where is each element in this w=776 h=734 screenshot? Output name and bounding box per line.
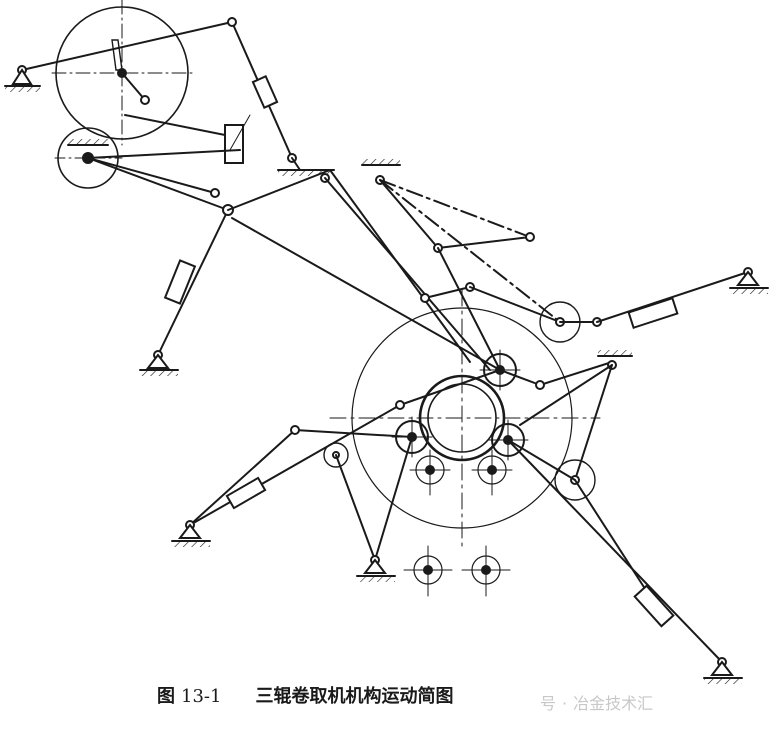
ground-support-top-right [361, 159, 561, 371]
watermark-source: 冶金技术汇 [573, 694, 654, 713]
figure-title: 三辊卷取机机构运动简图 [255, 686, 454, 707]
upper-right-hydraulic [420, 267, 769, 343]
ground-support-top-left [4, 21, 233, 92]
left-small-wheel [54, 127, 123, 189]
main-arm-upper [227, 169, 501, 371]
watermark-separator: · [562, 694, 568, 713]
left-lower-arm [171, 369, 501, 582]
central-mandrel-wheel [329, 289, 601, 551]
upper-left-wheel [51, 0, 193, 146]
figure-number: 13-1 [181, 686, 222, 707]
pinch-roll-1 [409, 449, 451, 496]
figure-caption: 图 13-1 三辊卷取机机构运动简图 [157, 682, 453, 708]
right-upper-arm [499, 350, 633, 501]
pinch-roll-3 [403, 545, 453, 597]
pinch-roll-4 [461, 545, 511, 597]
roll-upper [479, 349, 521, 391]
right-lower-hydraulic [507, 439, 743, 684]
left-hydraulic-cylinder [139, 204, 234, 376]
top-hydraulic-link [227, 17, 297, 163]
figure-label-prefix: 图 [157, 686, 175, 707]
watermark-prefix: 号 [540, 694, 557, 713]
watermark: 号 · 冶金技术汇 [540, 690, 653, 714]
pinch-roll-2 [471, 449, 513, 496]
